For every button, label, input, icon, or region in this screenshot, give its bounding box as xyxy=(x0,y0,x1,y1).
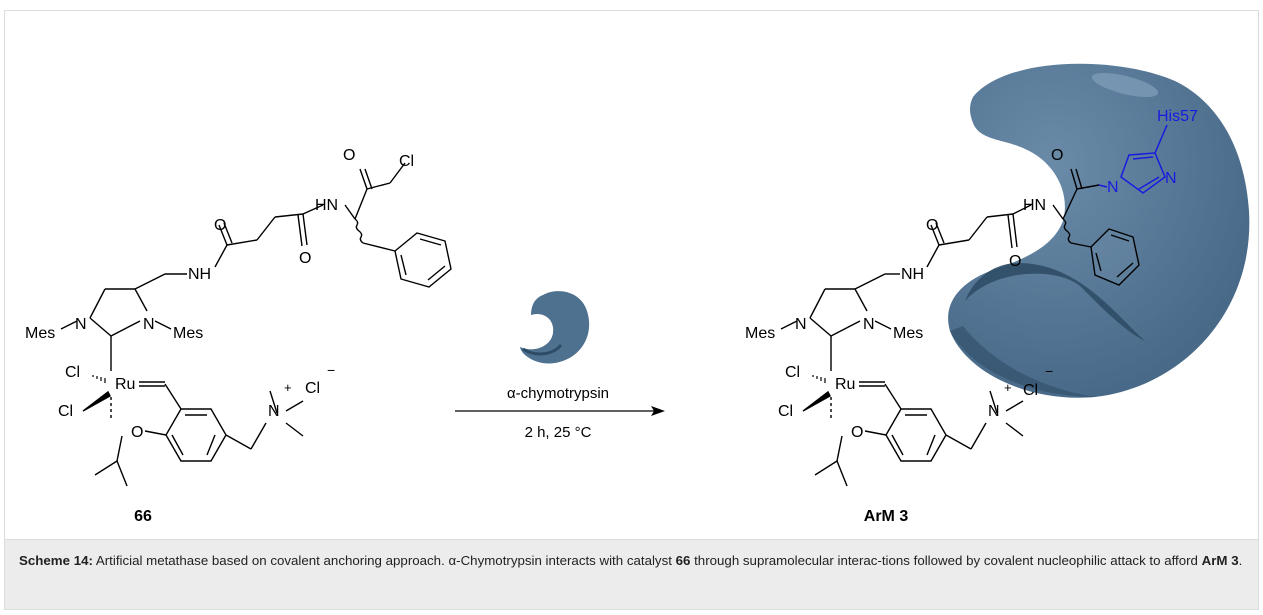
atom-O: O xyxy=(214,217,226,234)
atom-O: O xyxy=(1051,147,1063,164)
charge-minus: − xyxy=(1045,363,1053,379)
atom-O: O xyxy=(926,217,938,234)
charge-minus: − xyxy=(327,362,335,378)
atom-Cl: Cl xyxy=(1023,382,1038,399)
product-structure xyxy=(780,168,1140,487)
reactant-66-structure xyxy=(60,162,452,487)
atom-Ru: Ru xyxy=(115,376,135,393)
atom-N: N xyxy=(795,316,807,333)
product-label: ArM 3 xyxy=(864,508,909,525)
atom-N: N xyxy=(863,316,875,333)
atom-N: N xyxy=(268,403,280,420)
atom-N: N xyxy=(75,316,87,333)
caption-bold-arm3: ArM 3 xyxy=(1201,553,1239,568)
product-atom-labels: O HN O O NH N N Mes Mes Cl Ru Cl O N + C… xyxy=(745,147,1063,441)
atom-Cl: Cl xyxy=(65,364,80,381)
atom-Cl: Cl xyxy=(305,380,320,397)
reagent-label: α-chymotrypsin xyxy=(507,385,609,402)
charge-plus: + xyxy=(284,380,292,395)
histidine-ring xyxy=(1098,124,1168,194)
protein-shape xyxy=(948,63,1250,398)
conditions-label: 2 h, 25 °C xyxy=(525,424,592,441)
histidine-labels: N N His57 xyxy=(1107,108,1198,196)
reactant-66-atom-labels: O Cl HN O O NH N N Mes Mes Cl Ru Cl O N … xyxy=(25,147,414,441)
atom-O: O xyxy=(343,147,355,164)
scheme-svg: O Cl HN O O NH N N Mes Mes Cl Ru Cl O N … xyxy=(25,63,1250,525)
atom-Mes: Mes xyxy=(25,325,55,342)
caption-text-1: Artificial metathase based on covalent a… xyxy=(92,553,676,568)
atom-NH: NH xyxy=(901,266,924,283)
caption-text-3: . xyxy=(1238,553,1243,568)
atom-Cl: Cl xyxy=(785,364,800,381)
small-enzyme-icon xyxy=(520,291,590,364)
figure-frame: O Cl HN O O NH N N Mes Mes Cl Ru Cl O N … xyxy=(4,10,1259,610)
atom-Cl: Cl xyxy=(399,153,414,170)
atom-Mes: Mes xyxy=(173,325,203,342)
atom-N: N xyxy=(988,403,1000,420)
caption-text-2: through supramolecular interac-tions fol… xyxy=(690,553,1202,568)
atom-O: O xyxy=(131,424,143,441)
atom-HN: HN xyxy=(1023,197,1046,214)
his57-label: His57 xyxy=(1157,108,1198,125)
atom-HN: HN xyxy=(315,197,338,214)
reactant-label: 66 xyxy=(134,508,152,525)
atom-O: O xyxy=(851,424,863,441)
atom-NH: NH xyxy=(188,266,211,283)
atom-N: N xyxy=(1107,179,1119,196)
charge-plus: + xyxy=(1004,380,1012,395)
atom-N: N xyxy=(143,316,155,333)
atom-O: O xyxy=(1009,253,1021,270)
atom-O: O xyxy=(299,250,311,267)
atom-Ru: Ru xyxy=(835,376,855,393)
caption-label: Scheme 14: xyxy=(19,553,93,568)
atom-Mes: Mes xyxy=(893,325,923,342)
scheme-caption: Scheme 14: Artificial metathase based on… xyxy=(5,539,1258,609)
arrow-head xyxy=(651,406,665,416)
atom-Cl: Cl xyxy=(58,403,73,420)
atom-Cl: Cl xyxy=(778,403,793,420)
caption-bold-66: 66 xyxy=(675,553,691,568)
atom-N: N xyxy=(1165,170,1177,187)
reaction-scheme: O Cl HN O O NH N N Mes Mes Cl Ru Cl O N … xyxy=(5,11,1258,539)
atom-Mes: Mes xyxy=(745,325,775,342)
